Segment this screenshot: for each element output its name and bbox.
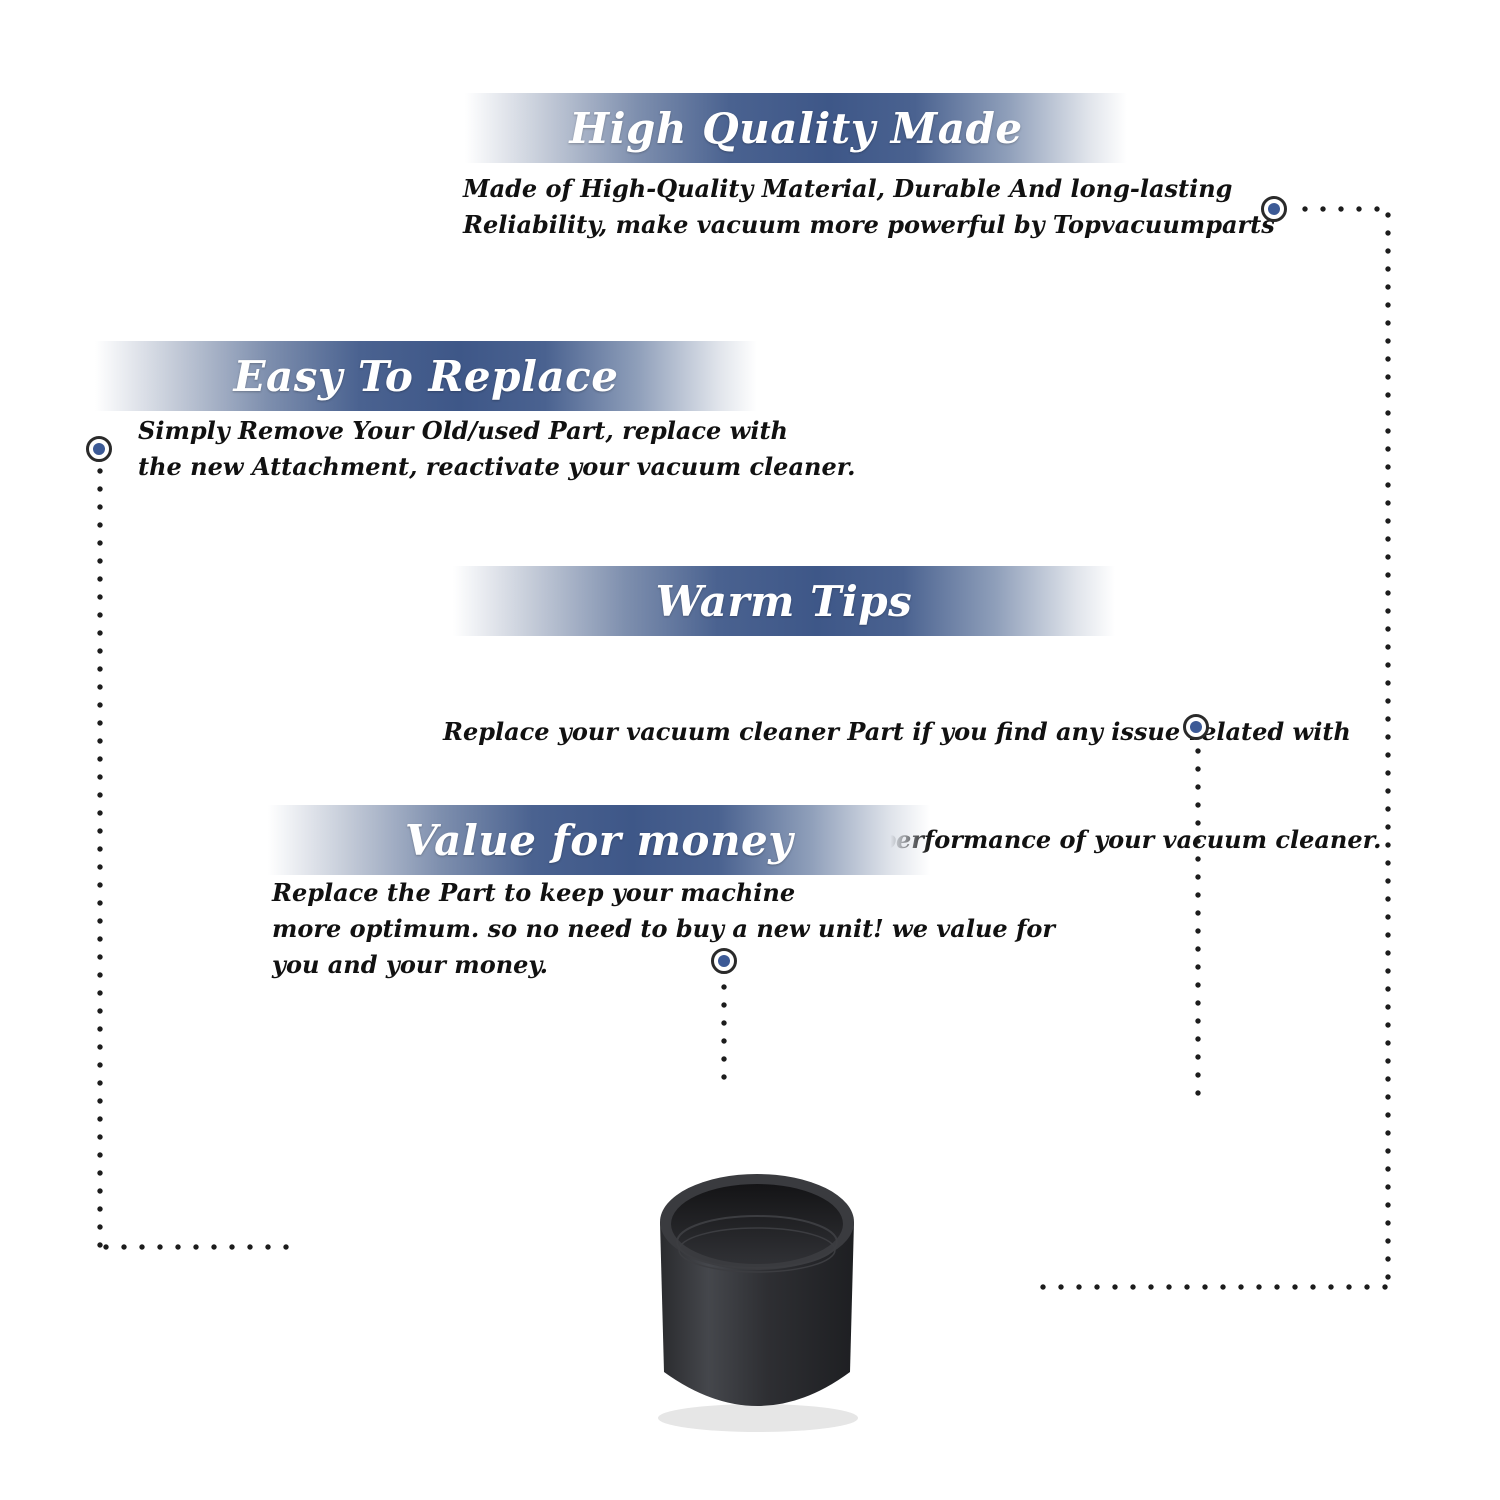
target-dot-icon xyxy=(86,436,112,462)
section-description: Made of High-Quality Material, Durable A… xyxy=(463,171,1275,243)
banner-high-quality-made: High Quality Made xyxy=(465,93,1127,163)
section-title: Value for money xyxy=(404,815,794,865)
dotted-connector xyxy=(1195,742,1201,1108)
dotted-connector xyxy=(1034,1284,1390,1290)
description-line: Simply Remove Your Old/used Part, replac… xyxy=(138,416,788,445)
dotted-connector xyxy=(1296,206,1390,212)
description-line: Replace the Part to keep your machine xyxy=(272,878,796,907)
description-line: Made of High-Quality Material, Durable A… xyxy=(463,174,1233,203)
section-description: Simply Remove Your Old/used Part, replac… xyxy=(138,413,856,485)
description-line: Reliability, make vacuum more powerful b… xyxy=(463,210,1275,239)
section-title: High Quality Made xyxy=(569,103,1023,153)
dotted-connector xyxy=(721,978,727,1092)
description-line: more optimum. so no need to buy a new un… xyxy=(272,914,1055,943)
target-dot-icon xyxy=(1261,196,1287,222)
banner-easy-to-replace: Easy To Replace xyxy=(95,341,757,411)
description-line: Replace your vacuum cleaner Part if you … xyxy=(443,717,1351,746)
section-title: Easy To Replace xyxy=(233,351,619,401)
section-title: Warm Tips xyxy=(655,576,913,626)
dotted-connector xyxy=(1385,206,1391,1290)
banner-value-for-money: Value for money xyxy=(268,805,930,875)
banner-warm-tips: Warm Tips xyxy=(453,566,1115,636)
section-description: Replace the Part to keep your machine mo… xyxy=(272,875,1055,983)
description-line: you and your money. xyxy=(272,950,548,979)
target-dot-icon xyxy=(1183,714,1209,740)
dotted-connector xyxy=(97,1244,301,1250)
dotted-connector xyxy=(97,462,103,1254)
product-image xyxy=(658,1174,858,1432)
description-line: the new Attachment, reactivate your vacu… xyxy=(138,452,856,481)
target-dot-icon xyxy=(711,948,737,974)
